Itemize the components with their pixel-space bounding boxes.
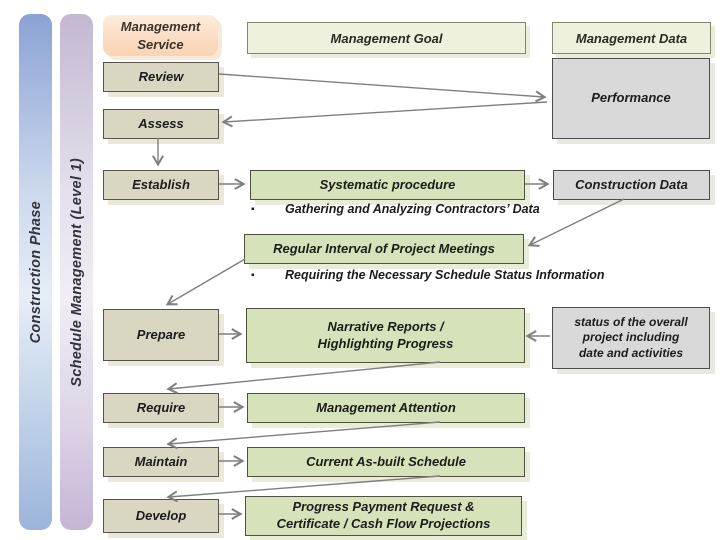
data-box-construction-data: Construction Data [553, 170, 710, 200]
service-box-develop: Develop [103, 499, 219, 533]
arrow-review-to-performance [218, 73, 547, 103]
arrow-regular-to-prepare [165, 258, 246, 306]
arrow-narrative-to-require [166, 361, 441, 395]
construction-phase-label: Construction Phase [27, 200, 44, 344]
schedule-management-label: Schedule Management (Level 1) [68, 157, 85, 387]
schedule-management-bar: Schedule Management (Level 1) [60, 14, 93, 530]
service-box-require: Require [103, 393, 219, 423]
arrow-asbuilt-to-develop [166, 475, 441, 503]
bullet-square-icon: ▪ [251, 269, 255, 281]
service-box-maintain: Maintain [103, 447, 219, 477]
data-box-project-status: status of the overall project including … [552, 307, 710, 369]
goal-box-systematic-procedure: Systematic procedure [250, 170, 525, 200]
data-box-performance: Performance [552, 58, 710, 139]
header-management-service: Management Service [103, 15, 218, 56]
goal-box-progress-payment: Progress Payment Request & Certificate /… [245, 496, 522, 536]
bullet-requiring-info: ▪ Requiring the Necessary Schedule Statu… [249, 268, 605, 282]
bullet-requiring-text: Requiring the Necessary Schedule Status … [285, 268, 605, 282]
arrow-attention-to-maintain [166, 421, 441, 450]
bullet-gathering-text: Gathering and Analyzing Contractors’ Dat… [285, 202, 540, 216]
bullet-square-icon: ▪ [251, 203, 255, 215]
service-box-assess: Assess [103, 109, 219, 139]
bullet-gathering-data: ▪ Gathering and Analyzing Contractors’ D… [249, 202, 540, 216]
header-management-data: Management Data [552, 22, 711, 54]
service-box-establish: Establish [103, 170, 219, 200]
service-box-review: Review [103, 62, 219, 92]
arrow-performance-to-assess [221, 101, 548, 128]
goal-box-regular-meetings: Regular Interval of Project Meetings [244, 234, 524, 264]
header-management-goal: Management Goal [247, 22, 526, 54]
construction-phase-bar: Construction Phase [19, 14, 52, 530]
goal-box-management-attention: Management Attention [247, 393, 525, 423]
arrow-construction-to-regular [527, 198, 625, 247]
goal-box-asbuilt-schedule: Current As-built Schedule [247, 447, 525, 477]
goal-box-narrative-reports: Narrative Reports / Highlighting Progres… [246, 308, 525, 363]
service-box-prepare: Prepare [103, 309, 219, 361]
